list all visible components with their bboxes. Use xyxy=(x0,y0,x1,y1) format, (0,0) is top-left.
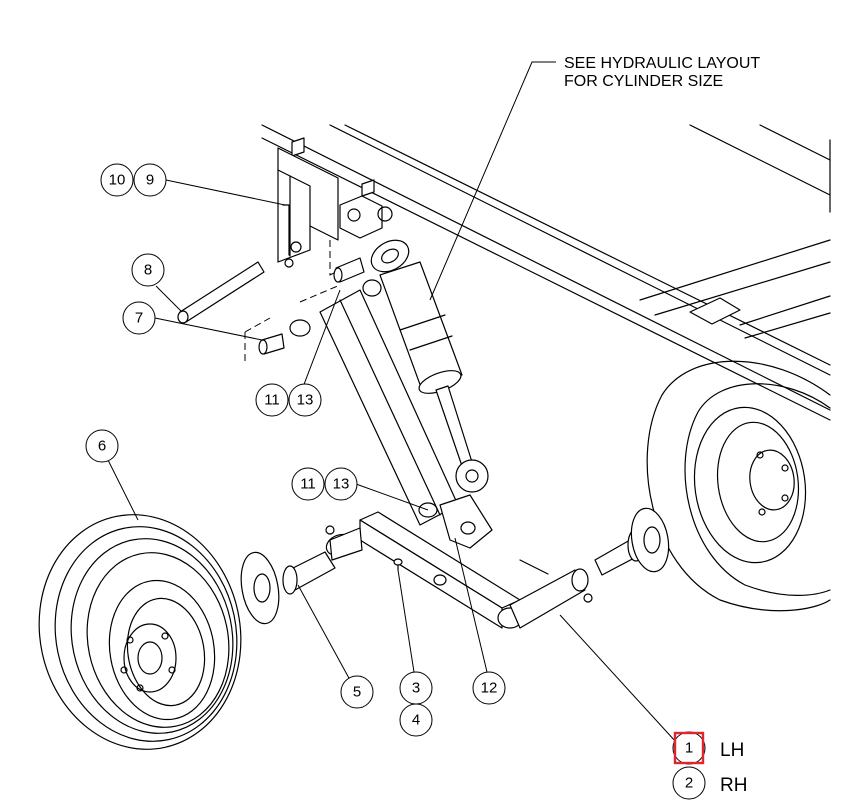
main-frame xyxy=(261,124,831,421)
balloon-1-label: 1 xyxy=(685,740,693,757)
spindles xyxy=(240,507,670,625)
balloon-5: 5 xyxy=(340,675,374,709)
side-label-lh: LH xyxy=(720,740,744,761)
balloon-2: 2 xyxy=(672,766,706,800)
balloon-12-label: 12 xyxy=(481,680,498,697)
upper-pins xyxy=(177,204,365,355)
balloon-4-label: 4 xyxy=(412,712,420,729)
balloon-8: 8 xyxy=(131,253,165,287)
walking-beam xyxy=(325,494,593,629)
balloon-6-label: 6 xyxy=(98,438,106,455)
balloon-13-lower-label: 13 xyxy=(333,476,350,493)
side-label-rh: RH xyxy=(720,775,747,796)
balloon-4: 4 xyxy=(399,703,433,737)
balloon-7-label: 7 xyxy=(135,310,143,327)
balloon-13-lower: 13 xyxy=(324,467,358,501)
right-wheel xyxy=(646,360,831,612)
balloon-10-label: 10 xyxy=(109,172,126,189)
balloon-1: 1 xyxy=(672,731,706,765)
highlight-box xyxy=(673,731,705,765)
balloon-8-label: 8 xyxy=(144,262,152,279)
balloon-9-label: 9 xyxy=(146,172,154,189)
upper-arm xyxy=(289,279,459,526)
balloon-6: 6 xyxy=(85,429,119,463)
balloon-11-upper-label: 11 xyxy=(264,392,280,409)
mount-bracket xyxy=(244,147,393,362)
balloon-3-label: 3 xyxy=(412,680,420,697)
balloon-3: 3 xyxy=(399,671,433,705)
left-tire xyxy=(38,514,242,750)
balloon-2-label: 2 xyxy=(685,775,693,792)
note-line-2: FOR CYLINDER SIZE xyxy=(564,73,723,90)
balloon-11-lower: 11 xyxy=(291,467,325,501)
balloon-5-label: 5 xyxy=(353,684,361,701)
leader-lines xyxy=(107,61,677,743)
balloon-11-lower-label: 11 xyxy=(300,476,316,493)
note-line-1: SEE HYDRAULIC LAYOUT xyxy=(564,55,760,72)
balloon-7: 7 xyxy=(122,301,156,335)
balloon-11-upper: 11 xyxy=(255,383,289,417)
cylinder-note: SEE HYDRAULIC LAYOUT FOR CYLINDER SIZE xyxy=(564,55,760,90)
balloon-9: 9 xyxy=(133,163,167,197)
balloon-10: 10 xyxy=(100,163,134,197)
hydraulic-cylinder xyxy=(370,239,489,493)
balloon-13-upper-label: 13 xyxy=(297,392,314,409)
balloon-12: 12 xyxy=(472,671,506,705)
balloon-13-upper: 13 xyxy=(288,383,322,417)
